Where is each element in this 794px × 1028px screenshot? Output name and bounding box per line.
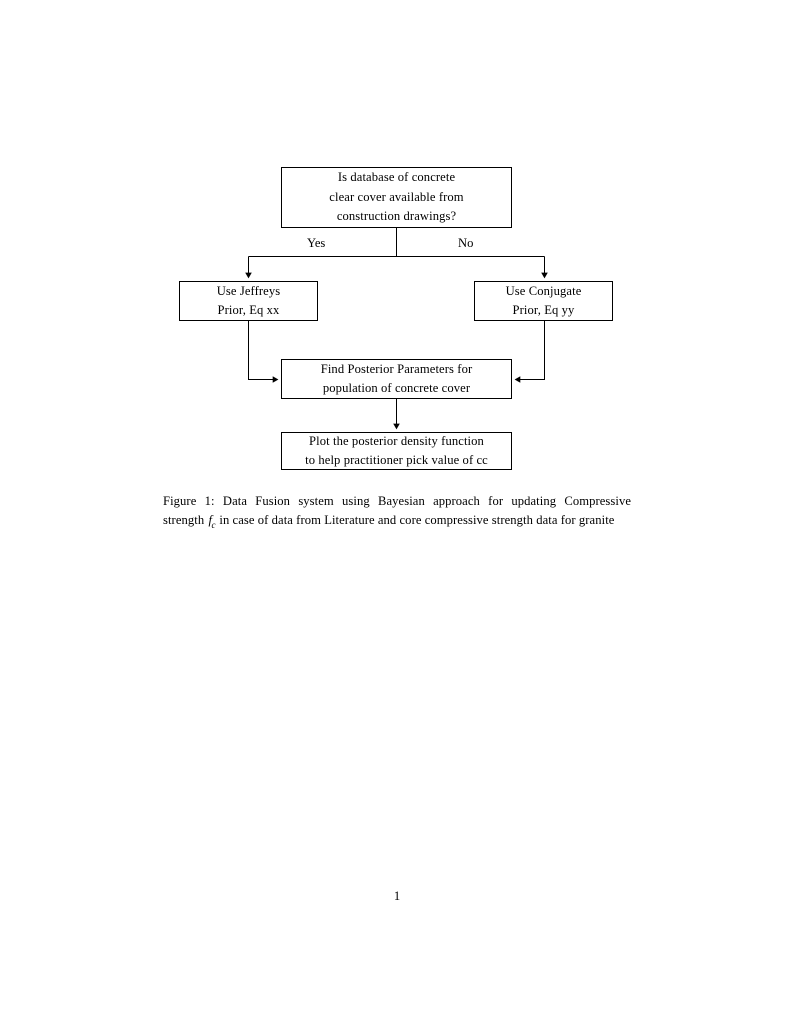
flowchart-node-jeffreys-prior: Use Jeffreys Prior, Eq xx [179, 281, 318, 321]
node-question-line-3: construction drawings? [336, 209, 457, 224]
edge-label-yes: Yes [307, 236, 326, 250]
edge-label-no: No [458, 236, 474, 250]
caption-text-after: in case of data from Literature and core… [219, 512, 615, 527]
caption-math-subscript: c [211, 520, 216, 531]
node-jeffreys-line-2: Prior, Eq xx [217, 303, 280, 317]
caption-text-before: Data Fusion system using Bayesian approa… [163, 494, 632, 527]
node-posterior-line-1: Find Posterior Parameters for [320, 361, 473, 376]
node-conjugate-line-2: Prior, Eq yy [512, 303, 575, 317]
node-question-line-1: Is database of concrete [337, 170, 456, 185]
node-question-line-2: clear cover available from [329, 189, 464, 204]
node-posterior-line-2: population of concrete cover [322, 381, 471, 395]
node-jeffreys-line-1: Use Jeffreys [216, 283, 281, 298]
edge-jeffreys-to-posterior [247, 321, 279, 383]
node-plot-line-1: Plot the posterior density function [309, 433, 484, 448]
node-plot-line-2: to help practitioner pick value of cc [305, 453, 488, 467]
flowchart-node-find-posterior: Find Posterior Parameters for population… [281, 359, 512, 399]
flowchart-node-conjugate-prior: Use Conjugate Prior, Eq yy [474, 281, 613, 321]
figure-caption: Figure 1: Data Fusion system using Bayes… [163, 492, 631, 534]
caption-math-variable: f [208, 512, 213, 527]
flowchart-node-plot-density: Plot the posterior density function to h… [281, 432, 512, 470]
page-number: 1 [393, 889, 401, 903]
flowchart-node-question: Is database of concrete clear cover avai… [281, 167, 512, 228]
caption-label: Figure 1: [163, 494, 215, 508]
edge-conjugate-to-posterior [514, 321, 546, 383]
flowchart-connectors [245, 228, 548, 430]
flowchart-figure: Is database of concrete clear cover avai… [0, 0, 794, 480]
node-conjugate-line-1: Use Conjugate [505, 283, 582, 298]
